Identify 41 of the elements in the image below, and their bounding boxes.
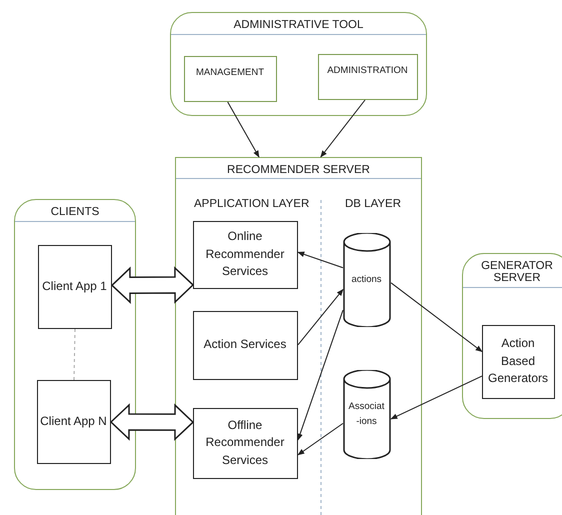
node-label: Client App 1 [42,278,107,295]
node-label: Online Recommender Services [204,228,286,280]
node-label: MANAGEMENT [196,66,264,78]
container-heading: GENERATOR SERVER [463,254,562,288]
block-arrow [110,266,194,304]
arrow [390,376,482,420]
node-label: Offline Recommender Services [204,416,286,469]
arrow [227,102,260,158]
node-label: Action Based Generators [486,335,550,388]
arrow [320,100,366,158]
server-panel [175,157,422,515]
arrow [297,422,344,456]
process-box [482,324,554,398]
process-box [192,220,298,288]
group-container [170,12,427,116]
group-container [462,253,562,419]
block-arrow [110,403,194,441]
module-box [318,54,418,100]
group-container [14,199,136,490]
connector-line [74,328,76,380]
database-cylinder [342,370,390,458]
arrow [297,310,344,441]
arrow [297,252,344,268]
module-box [184,56,276,102]
process-box [192,310,298,380]
node-label: Associat -ions [348,400,386,429]
node-label: Action Services [204,336,286,354]
process-box [192,408,298,478]
layer-heading: DB LAYER [345,198,402,210]
arrow [390,282,483,352]
process-box [38,244,112,328]
layer-heading: APPLICATION LAYER [194,198,310,210]
database-cylinder [342,232,390,326]
node-label: Client App N [40,412,107,430]
node-label: ADMINISTRATION [327,64,408,76]
process-box [36,380,110,464]
container-heading: ADMINISTRATIVE TOOL [171,13,426,35]
container-heading: CLIENTS [15,200,135,222]
arrow [298,288,344,346]
node-label: actions [350,272,383,287]
container-heading: RECOMMENDER SERVER [176,158,421,179]
